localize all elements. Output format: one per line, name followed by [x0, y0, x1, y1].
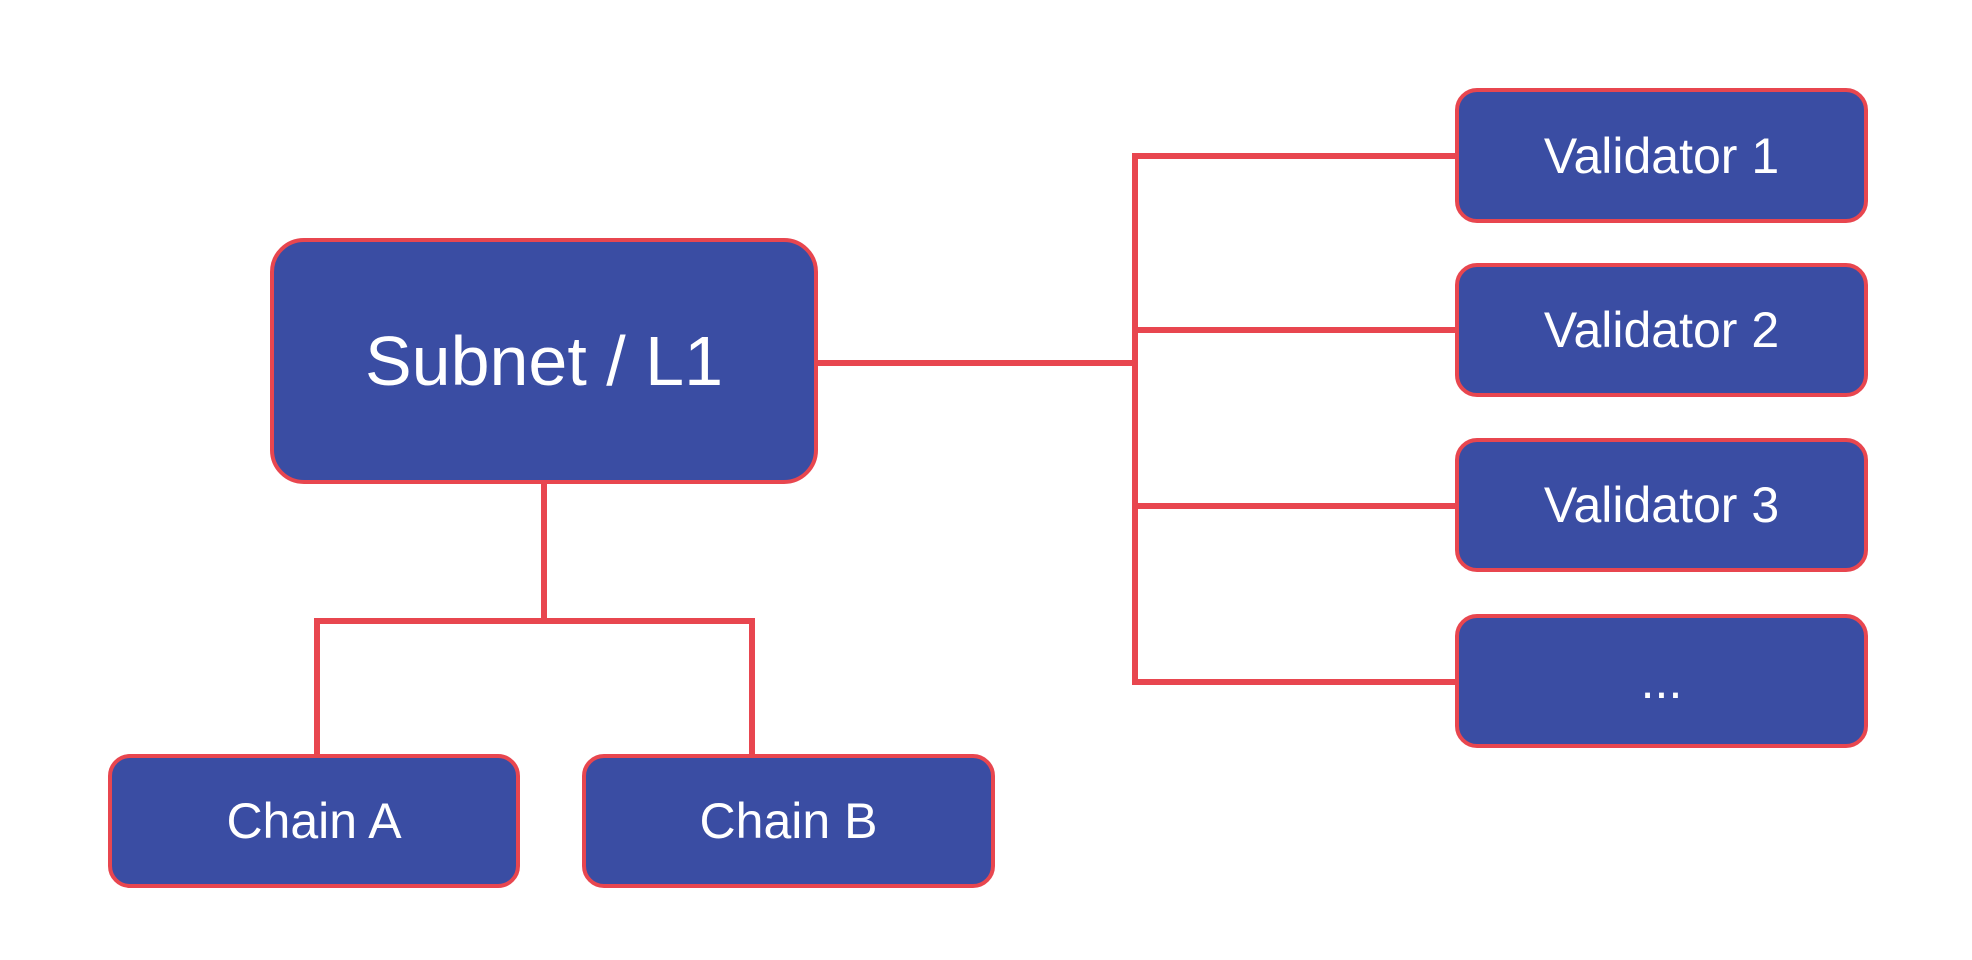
validator-3-label: Validator 3 [1543, 477, 1780, 533]
connector-stub-validator-1 [1132, 153, 1455, 159]
connector-validator-trunk [1132, 153, 1138, 685]
chain-b-node: Chain B [582, 754, 995, 888]
subnet-label: Subnet / L1 [364, 322, 724, 400]
validator-1-label: Validator 1 [1543, 127, 1780, 184]
connector-stub-validator-3 [1132, 503, 1455, 509]
chain-a-node: Chain A [108, 754, 520, 888]
validator-more-label: ... [1640, 653, 1683, 709]
chain-b-label: Chain B [699, 793, 878, 849]
validator-3-node: Validator 3 [1455, 438, 1868, 572]
connector-subnet-drop [541, 482, 547, 624]
connector-chain-a-drop [314, 618, 320, 756]
subnet-node: Subnet / L1 [270, 238, 818, 484]
validator-1-node: Validator 1 [1455, 88, 1868, 223]
connector-chain-tee [314, 618, 755, 624]
connector-chain-b-drop [749, 618, 755, 756]
connector-stub-validator-more [1132, 679, 1455, 685]
connector-stub-validator-2 [1132, 327, 1455, 333]
validator-2-label: Validator 2 [1543, 302, 1780, 358]
validator-more-node: ... [1455, 614, 1868, 748]
connector-subnet-to-trunk [818, 360, 1138, 366]
validator-2-node: Validator 2 [1455, 263, 1868, 397]
chain-a-label: Chain A [226, 793, 402, 849]
